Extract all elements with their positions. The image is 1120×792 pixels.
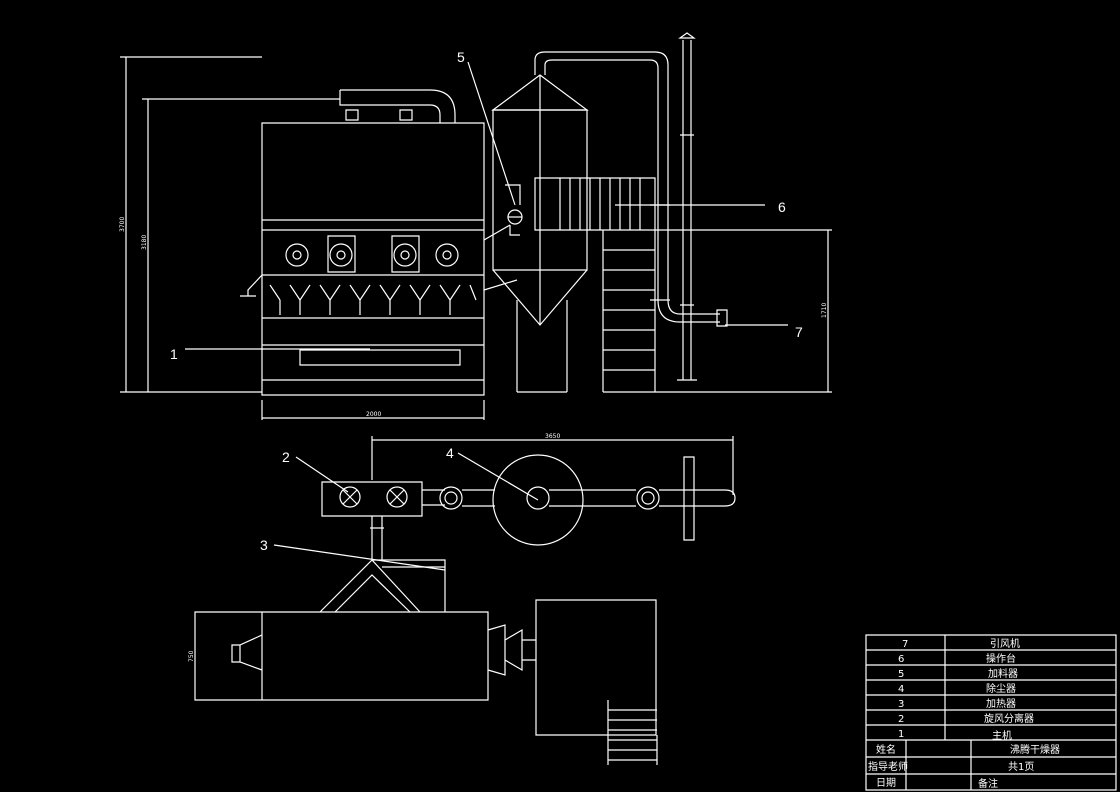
plan-view <box>195 436 735 765</box>
callout-7: 7 <box>795 324 803 340</box>
callout-5: 5 <box>457 49 465 65</box>
main-machine-body <box>262 123 484 395</box>
front-view <box>120 33 832 420</box>
dim-platform-height: 1710 <box>821 303 828 318</box>
date-label: 日期 <box>876 777 896 789</box>
page-count: 共1页 <box>1008 761 1034 773</box>
name-label: 姓名 <box>876 743 896 756</box>
callout-6: 6 <box>778 199 786 215</box>
dim-body-height: 3180 <box>141 235 148 250</box>
dim-heater-height: 750 <box>188 650 195 662</box>
callout-1: 1 <box>170 346 178 362</box>
callout-4: 4 <box>446 445 454 461</box>
part-name: 操作台 <box>986 652 1016 665</box>
drawing-title: 沸腾干燥器 <box>1010 743 1060 756</box>
part-no: 2 <box>898 714 904 725</box>
part-name: 加热器 <box>986 697 1016 710</box>
part-no: 5 <box>898 669 904 680</box>
dim-total-height: 3700 <box>119 217 126 232</box>
teacher-label: 指导老师 <box>868 760 908 773</box>
part-no: 4 <box>898 684 904 695</box>
part-name: 旋风分离器 <box>984 712 1034 725</box>
dim-plan-length: 3650 <box>545 433 560 440</box>
fan-platform <box>536 600 656 735</box>
part-name: 引风机 <box>990 637 1020 650</box>
part-name: 除尘器 <box>986 682 1016 695</box>
part-name: 主机 <box>992 729 1012 742</box>
part-no: 1 <box>898 729 904 740</box>
callout-3: 3 <box>260 537 268 553</box>
parts-list: 7 引风机 6 操作台 5 加料器 4 除尘器 3 加热器 2 旋风分离器 1 … <box>898 637 1034 742</box>
part-name: 加料器 <box>988 667 1018 680</box>
dust-collector <box>493 455 583 545</box>
dimension-texts: 3700 3180 2000 3650 1710 750 <box>119 217 828 662</box>
operating-platform <box>535 178 655 230</box>
fan-circles <box>286 236 458 272</box>
title-block: 7 引风机 6 操作台 5 加料器 4 除尘器 3 加热器 2 旋风分离器 1 … <box>866 635 1116 790</box>
part-no: 3 <box>898 699 904 710</box>
remarks-label: 备注 <box>978 777 998 790</box>
callout-2: 2 <box>282 449 290 465</box>
callouts: 1 2 3 4 5 6 7 <box>170 49 803 553</box>
heater <box>195 612 488 700</box>
dim-main-width: 2000 <box>366 411 381 418</box>
part-no: 7 <box>902 639 908 650</box>
part-no: 6 <box>898 654 904 665</box>
